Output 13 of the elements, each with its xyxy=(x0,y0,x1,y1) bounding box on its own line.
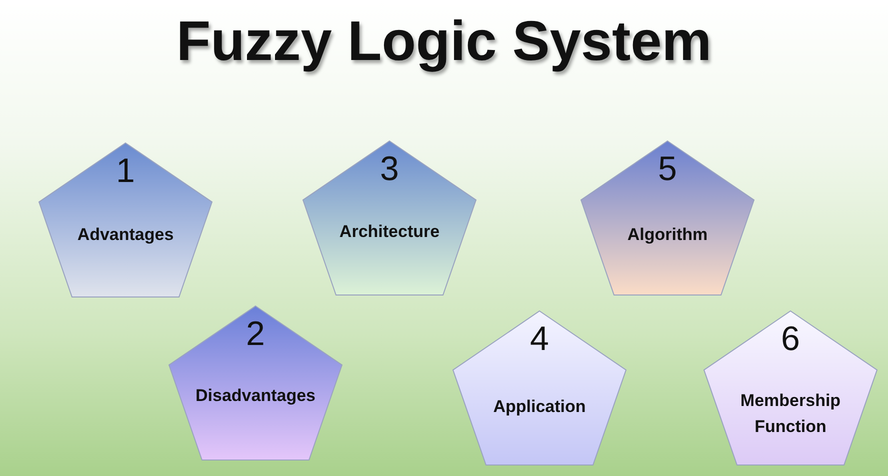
step-number: 1 xyxy=(116,152,135,191)
title: Fuzzy Logic System xyxy=(176,8,712,73)
step-label: Algorithm xyxy=(626,224,709,246)
step-number: 6 xyxy=(781,320,800,359)
step-number: 5 xyxy=(658,150,677,189)
step-label: Application xyxy=(492,396,587,418)
step-label: Advantages xyxy=(76,224,175,246)
step-label: Architecture xyxy=(338,221,441,243)
step-number: 4 xyxy=(530,320,549,359)
step-number: 3 xyxy=(380,150,399,189)
step-label: Membership Function xyxy=(739,390,842,438)
step-label: Disadvantages xyxy=(194,385,316,407)
step-number: 2 xyxy=(246,315,265,354)
